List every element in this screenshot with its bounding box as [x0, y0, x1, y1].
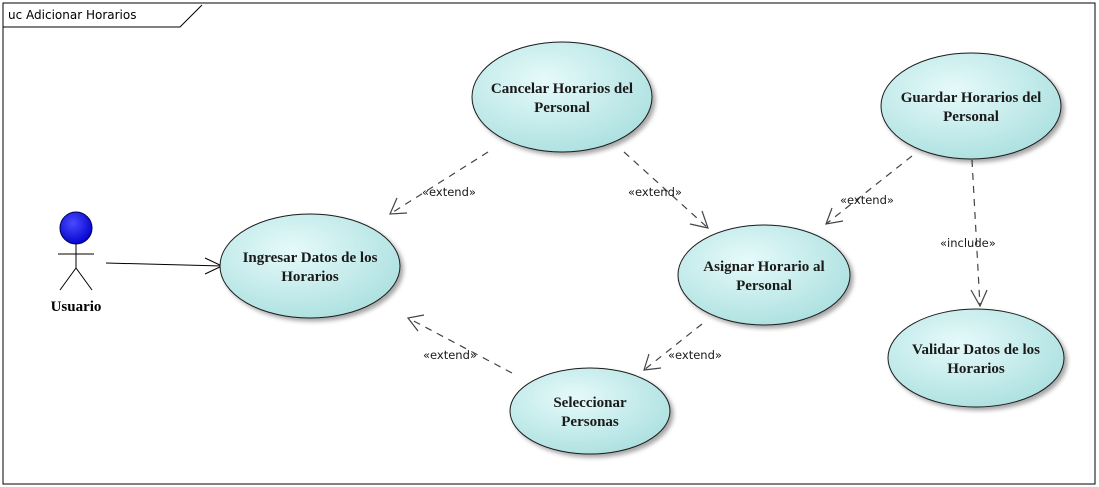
use-case-asignar-horario[interactable]: Asignar Horario al Personal	[677, 224, 851, 326]
use-case-label: Validar Datos de los	[912, 342, 1040, 358]
use-case-label: Personal	[943, 109, 999, 125]
stereotype-label: «include»	[940, 236, 996, 250]
stereotype-label: «extend»	[668, 348, 722, 362]
stereotype-label: «extend»	[628, 185, 682, 199]
use-case-validar-datos[interactable]: Validar Datos de los Horarios	[887, 308, 1065, 408]
use-case-label: Personas	[561, 414, 619, 430]
dependency-cancelar-ingresar: «extend»	[389, 151, 489, 215]
frame-title: uc Adicionar Horarios	[8, 8, 136, 22]
stereotype-label: «extend»	[422, 185, 476, 199]
use-case-label: Asignar Horario al	[703, 259, 824, 275]
dependency-asignar-seleccionar: «extend»	[643, 323, 722, 371]
dependency-cancelar-asignar: «extend»	[623, 151, 709, 229]
actor-leg-right	[75, 267, 93, 291]
dependency-guardar-validar: «include»	[940, 159, 996, 308]
use-case-label: Seleccionar	[553, 395, 627, 411]
actor-head	[59, 211, 93, 245]
stereotype-label: «extend»	[840, 193, 894, 207]
use-case-cancelar-horarios[interactable]: Cancelar Horarios del Personal	[471, 41, 653, 153]
association-usuario-ingresar	[105, 257, 224, 275]
dependency-guardar-asignar: «extend»	[825, 155, 913, 225]
actor-usuario[interactable]: Usuario	[51, 211, 102, 315]
use-case-label: Cancelar Horarios del	[491, 81, 633, 97]
use-case-label: Ingresar Datos de los	[243, 250, 378, 266]
use-case-label: Horarios	[947, 361, 1005, 377]
dependency-seleccionar-ingresar: «extend»	[406, 314, 513, 374]
use-case-label: Personal	[736, 278, 792, 294]
stereotype-label: «extend»	[423, 348, 477, 362]
use-case-label: Guardar Horarios del	[901, 90, 1042, 106]
use-case-label: Personal	[534, 100, 590, 116]
actor-leg-left	[59, 267, 77, 291]
use-case-label: Horarios	[281, 269, 339, 285]
use-case-ingresar-datos[interactable]: Ingresar Datos de los Horarios	[219, 213, 401, 319]
use-case-guardar-horarios[interactable]: Guardar Horarios del Personal	[880, 52, 1062, 160]
use-case-seleccionar-personas[interactable]: Seleccionar Personas	[509, 367, 671, 455]
actor-name: Usuario	[51, 299, 102, 315]
